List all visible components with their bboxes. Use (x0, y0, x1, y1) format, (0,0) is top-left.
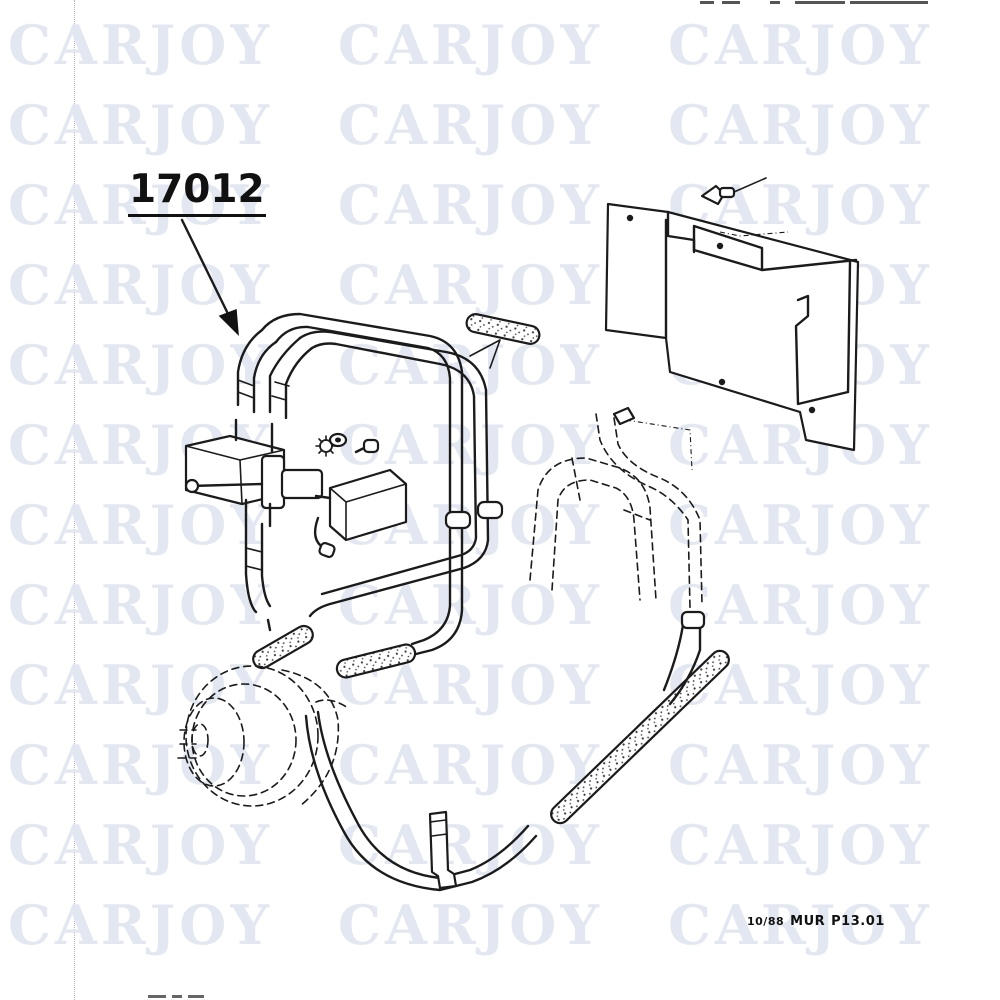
watermark-text: CARJOY (8, 893, 273, 957)
watermark-text: CARJOY (8, 653, 273, 717)
watermark-text: CARJOY (668, 813, 933, 877)
intake-pipe-phantom (529, 413, 703, 609)
watermark-text: CARJOY (8, 13, 273, 77)
watermark-text: CARJOY (8, 813, 273, 877)
control-relay-box (313, 468, 408, 559)
return-hose-line (304, 610, 706, 892)
solenoid-valve-assembly (184, 418, 324, 528)
watermark-text: CARJOY (338, 93, 603, 157)
watermark-text: CARJOY (8, 93, 273, 157)
part-number-arrow (180, 218, 239, 336)
watermark-text: CARJOY (338, 813, 603, 877)
braided-hose-detached (465, 313, 541, 369)
watermark-text: CARJOY (338, 573, 603, 637)
page-code: P13.01 (831, 914, 885, 929)
watermark-text: CARJOY (338, 333, 603, 397)
push-rivet (700, 177, 767, 206)
watermark-text: CARJOY (8, 333, 273, 397)
brake-servo-phantom (177, 665, 349, 807)
pipe-fitting (612, 406, 636, 426)
watermark-text: CARJOY (668, 493, 933, 557)
watermark-text: CARJOY (8, 733, 273, 797)
watermark-text: CARJOY (668, 733, 933, 797)
bottom-edge-print-fragment (148, 994, 218, 1000)
page-margin-rule (74, 0, 75, 1000)
watermark-text: CARJOY (668, 13, 933, 77)
vacuum-pipe-run (260, 312, 490, 657)
model-code: MUR (790, 914, 826, 929)
tee-connector (428, 810, 458, 890)
watermark-text: CARJOY (668, 573, 933, 637)
valve-lower-hose (244, 518, 272, 614)
reinforced-hose-sections (252, 618, 730, 825)
watermark-text: CARJOY (668, 893, 933, 957)
pipe-clips (444, 500, 504, 530)
top-edge-print-fragment (700, 0, 930, 6)
watermark-text: CARJOY (8, 173, 273, 237)
small-hardware-parts (315, 432, 380, 457)
mounting-bracket (604, 202, 860, 452)
watermark-text: CARJOY (8, 493, 273, 557)
watermark-text: CARJOY (8, 573, 273, 637)
watermark-text: CARJOY (338, 253, 603, 317)
page-reference: 10/88 MUR P13.01 (747, 914, 891, 929)
valve-upper-hoses (236, 328, 314, 420)
part-number-callout: 17012 (128, 168, 266, 217)
watermark-text: CARJOY (8, 253, 273, 317)
watermark-text: CARJOY (338, 733, 603, 797)
revision-date: 10/88 (747, 915, 785, 928)
watermark-text: CARJOY (668, 413, 933, 477)
carjoy-watermark-layer: CARJOY CARJOY CARJOY CARJOY CARJOY CARJOY CARJ… (8, 13, 933, 957)
watermark-text: CARJOY (668, 93, 933, 157)
watermark-text: CARJOY (338, 893, 603, 957)
watermark-text: CARJOY (338, 13, 603, 77)
watermark-text: CARJOY (338, 173, 603, 237)
